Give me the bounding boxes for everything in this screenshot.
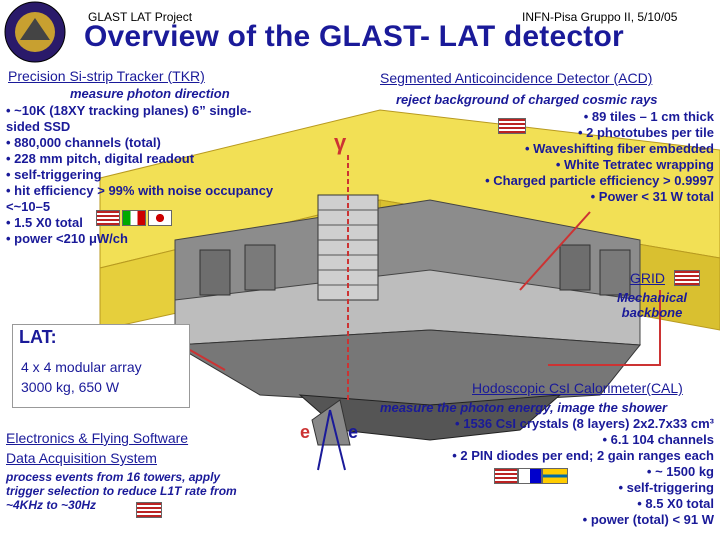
page-title: Overview of the GLAST- LAT detector — [84, 20, 624, 53]
list-item: • 89 tiles – 1 cm thick — [583, 109, 714, 124]
japan-flag-icon — [148, 210, 172, 226]
list-item: • 880,000 channels (total) — [6, 135, 161, 150]
list-item: • 2 PIN diodes per end; 2 gain ranges ea… — [452, 448, 714, 463]
lat-line2: 3000 kg, 650 W — [21, 379, 120, 395]
positron-track — [329, 409, 346, 471]
lat-box: LAT: 4 x 4 modular array 3000 kg, 650 W — [12, 324, 190, 408]
list-item: • 8.5 X0 total — [637, 496, 714, 511]
list-item: <~10–5 — [6, 199, 51, 214]
cal-subheading: measure the photon energy, image the sho… — [380, 400, 668, 415]
electronics-line2: Data Acquisition System — [6, 450, 157, 466]
electronics-desc: process events from 16 towers, apply tri… — [6, 470, 237, 512]
arrow-grid — [548, 290, 661, 366]
list-item: • 2 phototubes per tile — [577, 125, 714, 140]
acd-tile — [599, 249, 631, 296]
arrow-lat — [189, 349, 226, 371]
acd-subheading: reject background of charged cosmic rays — [396, 92, 658, 107]
shower-cone — [311, 399, 351, 446]
acd-tile — [559, 244, 591, 291]
list-item: • ~10K (18XY tracking planes) 6” single- — [6, 103, 252, 118]
electronics-line1: Electronics & Flying Software — [6, 430, 189, 446]
list-item: • self-triggering — [618, 480, 714, 495]
electron-label: e — [300, 422, 311, 442]
us-flag-icon — [136, 502, 162, 518]
positron-label: e — [348, 422, 359, 442]
list-item: • self-triggering — [6, 167, 102, 182]
list-item: • 6.1 104 channels — [602, 432, 714, 447]
list-item: • Charged particle efficiency > 0.9997 — [485, 173, 714, 188]
italy-flag-icon — [122, 210, 146, 226]
tkr-bullets: • ~10K (18XY tracking planes) 6” single-… — [6, 103, 273, 247]
list-item: • ~ 1500 kg — [646, 464, 714, 479]
us-flag-icon — [674, 270, 700, 286]
acd-tile — [199, 249, 231, 296]
list-item: • power (total) < 91 W — [582, 512, 714, 527]
list-item: • White Tetratec wrapping — [555, 157, 714, 172]
us-flag-icon — [494, 468, 518, 484]
list-item: • Waveshifting fiber embedded — [525, 141, 714, 156]
list-item: • Power < 31 W total — [590, 189, 714, 204]
france-flag-icon — [518, 468, 542, 484]
list-item: • hit efficiency > 99% with noise occupa… — [6, 183, 274, 198]
list-item: • 1.5 X0 total — [6, 215, 83, 230]
glast-logo — [4, 1, 66, 63]
header-left: GLAST LAT Project — [88, 10, 193, 24]
calorimeter-base — [173, 329, 641, 406]
us-flag-icon — [96, 210, 120, 226]
gamma-symbol: γ — [334, 130, 347, 155]
lat-line1: 4 x 4 modular array — [21, 359, 142, 375]
grid-heading: GRID — [630, 270, 665, 286]
list-item: • power <210 μW/ch — [6, 231, 128, 246]
sweden-flag-icon — [542, 468, 568, 484]
tkr-heading: Precision Si-strip Tracker (TKR) — [8, 68, 205, 84]
us-flag-icon — [498, 118, 526, 134]
cal-bullets: • 1536 CsI crystals (8 layers) 2x2.7x33 … — [452, 416, 714, 528]
grid-desc: Mechanical backbone — [616, 290, 688, 320]
acd-heading: Segmented Anticoincidence Detector (ACD) — [380, 70, 653, 86]
arrow-acd — [519, 211, 591, 291]
list-item: • 1536 CsI crystals (8 layers) 2x2.7x33 … — [455, 416, 714, 431]
cal-heading: Hodoscopic CsI Calorimeter(CAL) — [472, 380, 683, 396]
acd-bullets: • 89 tiles – 1 cm thick • 2 phototubes p… — [485, 109, 714, 205]
list-item: sided SSD — [6, 119, 71, 134]
electron-track — [317, 409, 331, 471]
header-right: INFN-Pisa Gruppo II, 5/10/05 — [522, 10, 678, 24]
acd-tile — [244, 244, 276, 291]
tkr-subheading: measure photon direction — [70, 86, 230, 101]
lat-heading: LAT: — [19, 327, 57, 347]
list-item: • 228 mm pitch, digital readout — [6, 151, 195, 166]
